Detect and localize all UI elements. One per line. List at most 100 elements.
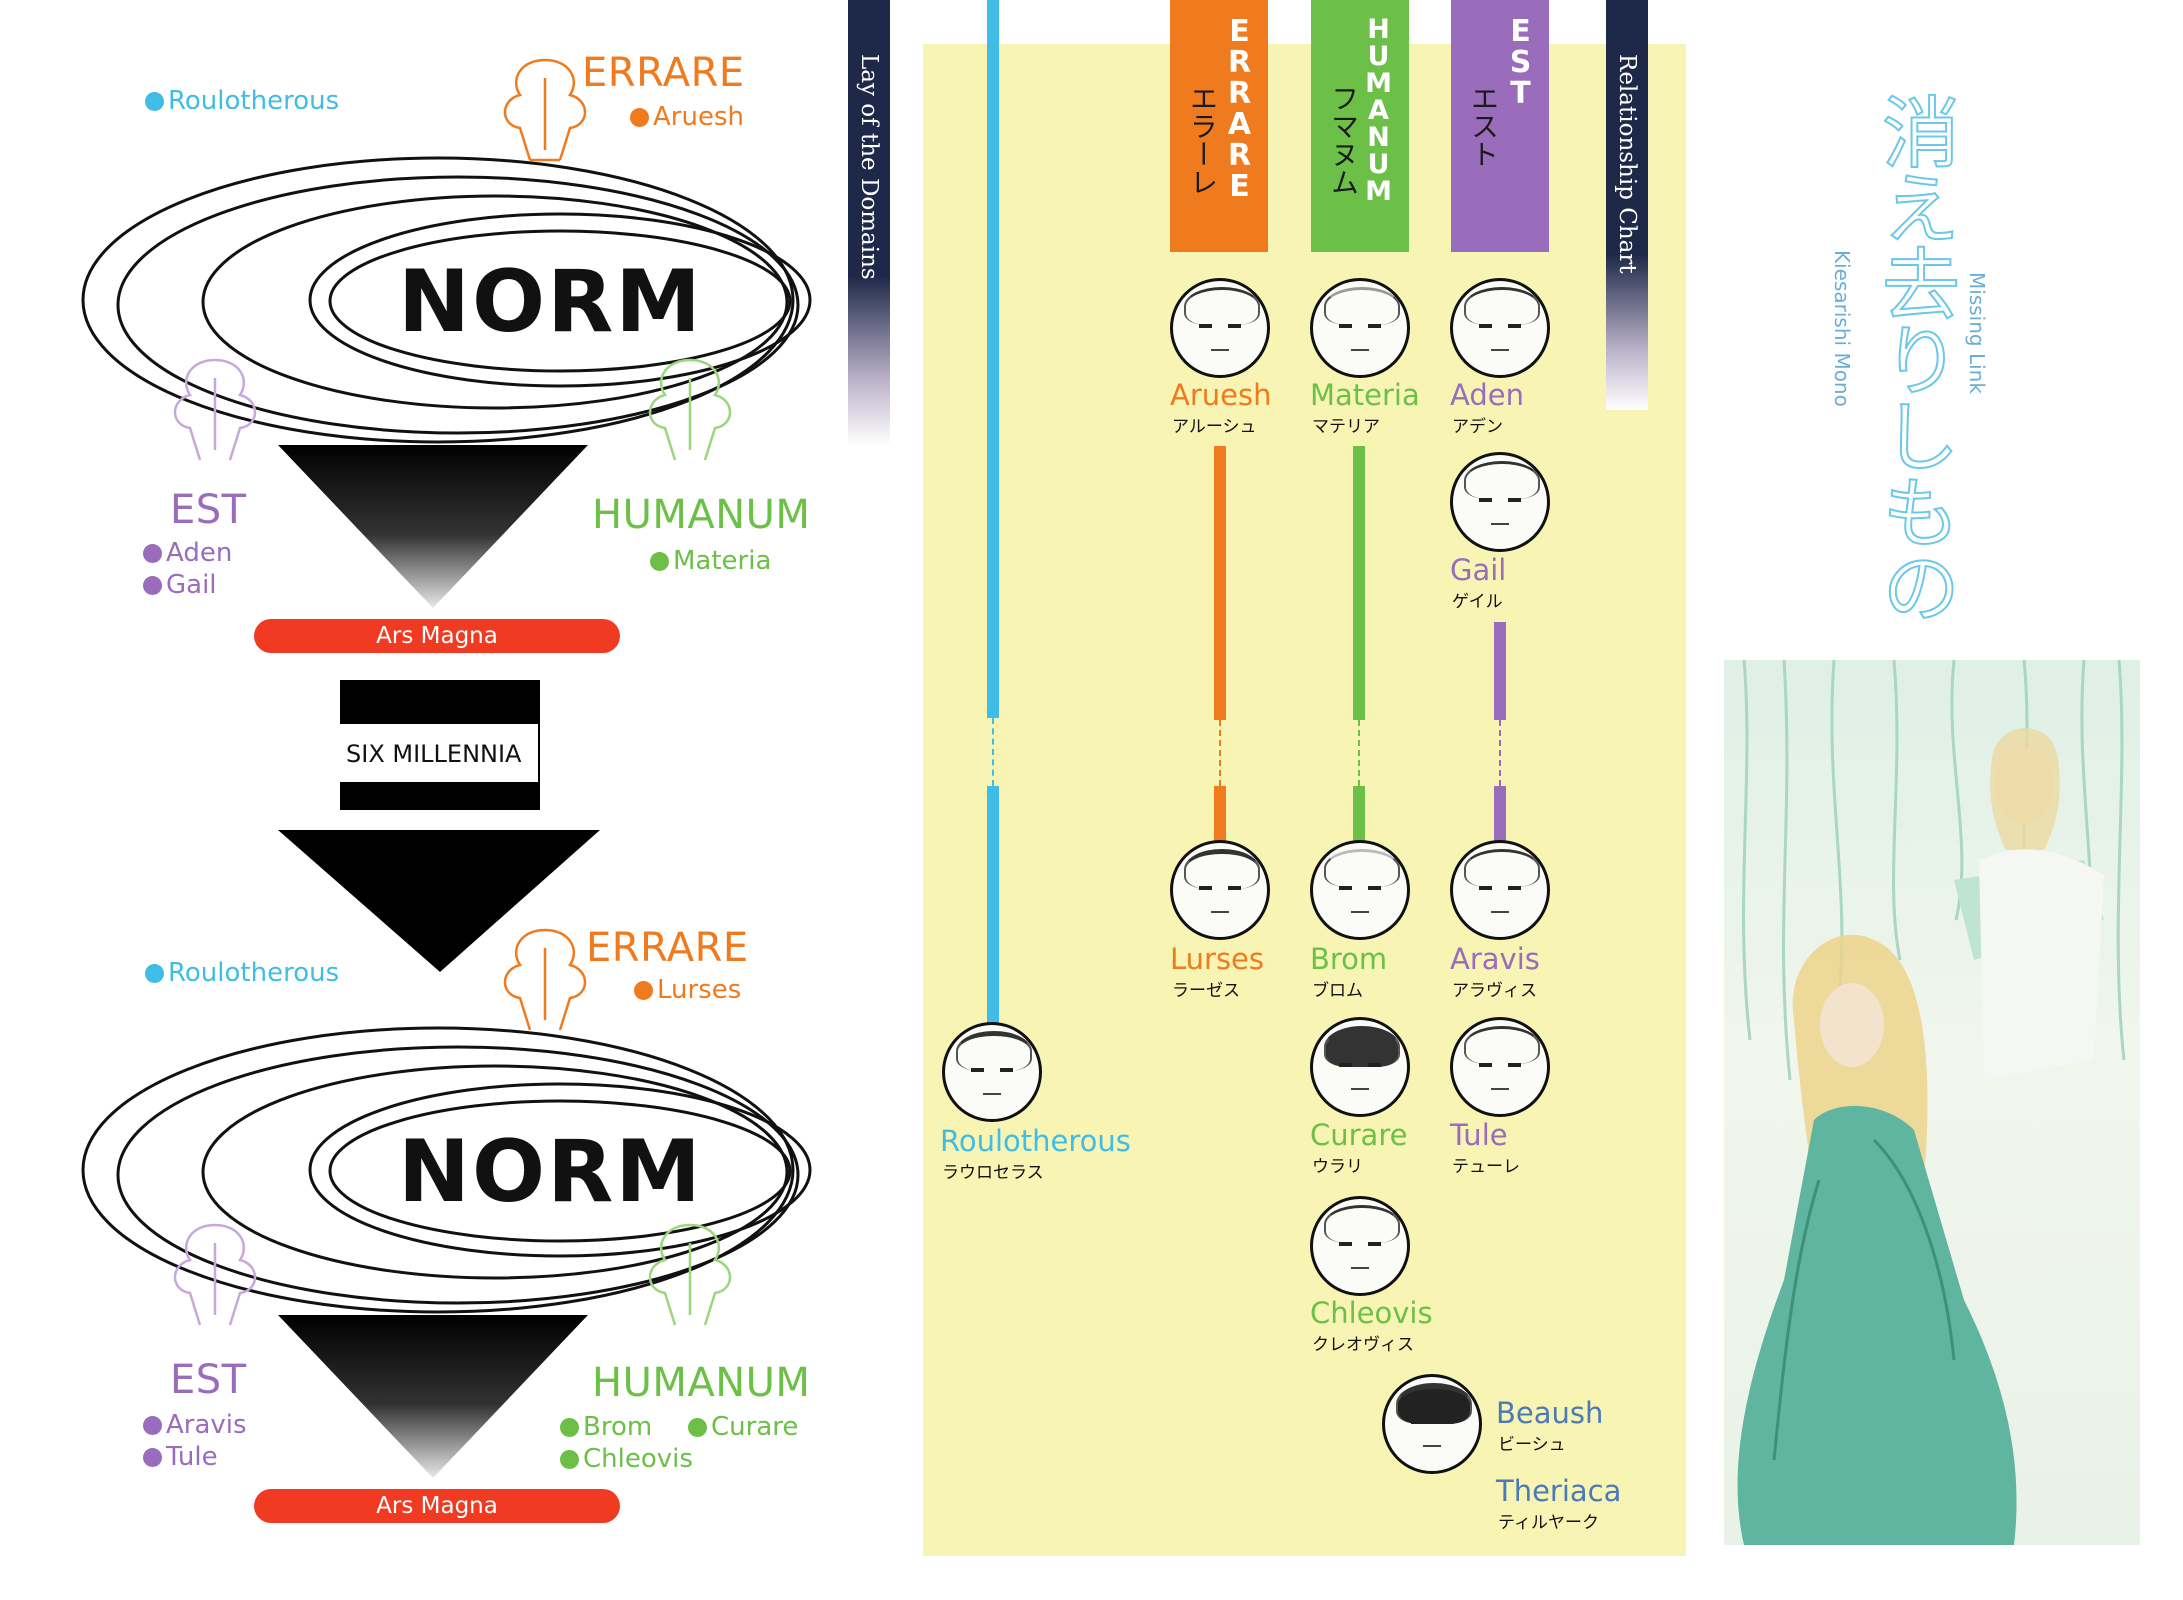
theriaca-jp: ティルヤーク	[1498, 1513, 1599, 1533]
est-member-bottom-0: Aravis	[143, 1410, 247, 1440]
cyan-dot-icon	[145, 92, 164, 111]
est-column-header: EST エスト	[1451, 0, 1549, 252]
romaji-title: Kiesarishi Mono	[1830, 250, 1854, 407]
chleovis-portrait	[1310, 1196, 1410, 1296]
green-dot-icon	[650, 552, 669, 571]
arrow-label-bg	[330, 724, 538, 782]
arrow-head	[278, 830, 600, 972]
beaush-name: Beaush	[1496, 1396, 1604, 1430]
brom-portrait	[1310, 840, 1410, 940]
orange-dot-icon	[634, 981, 653, 1000]
domain-rings-bottom	[81, 1026, 812, 1314]
humanum-column-header: HUMANUM フマヌム	[1311, 0, 1409, 252]
est-member-top-1: Gail	[143, 570, 217, 600]
humanum-member-bottom-2: Chleovis	[560, 1444, 693, 1474]
aravis-portrait	[1450, 840, 1550, 940]
cyan-dot-icon	[145, 964, 164, 983]
aravis-name: Aravis	[1450, 942, 1540, 976]
purple-dot-icon	[143, 1416, 162, 1435]
chleovis-name: Chleovis	[1310, 1296, 1433, 1330]
lurses-jp: ラーゼス	[1172, 981, 1240, 1001]
ars-magna-bar-top: Ars Magna	[254, 619, 620, 653]
est-member-bottom-1: Tule	[143, 1442, 218, 1472]
six-millennia-label: SIX MILLENNIA	[346, 740, 522, 768]
errare-emblem-top	[503, 58, 587, 162]
tule-jp: テューレ	[1452, 1157, 1520, 1177]
beaush-jp: ビーシュ	[1498, 1435, 1566, 1455]
est-title-bottom: EST	[170, 1357, 247, 1403]
norm-label-bottom: NORM	[398, 1122, 703, 1222]
roulotherous-line-lower	[987, 786, 999, 1026]
est-emblem-top	[173, 358, 257, 461]
materia-name: Materia	[1310, 378, 1420, 412]
humanum-emblem-top	[648, 358, 732, 461]
brom-name: Brom	[1310, 942, 1388, 976]
errare-member-bottom-0: Lurses	[634, 975, 741, 1005]
purple-dot-icon	[143, 544, 162, 563]
errare-member-top-0: Aruesh	[630, 102, 744, 132]
illustration-art	[1737, 660, 2126, 1545]
aden-portrait	[1450, 278, 1550, 378]
errare-title-bottom: ERRARE	[586, 925, 749, 971]
roulotherous-label-bottom: Roulotherous	[145, 958, 339, 988]
cone-bottom	[278, 1315, 588, 1478]
materia-portrait	[1310, 278, 1410, 378]
roulotherous-line-upper	[987, 0, 999, 718]
norm-label-top: NORM	[398, 252, 703, 352]
errare-title-top: ERRARE	[582, 50, 745, 96]
green-dot-icon	[560, 1418, 579, 1437]
ars-magna-bar-bottom: Ars Magna	[254, 1489, 620, 1523]
domain-rings-top	[81, 156, 812, 444]
gail-name: Gail	[1450, 553, 1507, 587]
relationship-chart-banner	[1606, 0, 1648, 410]
curare-jp: ウラリ	[1312, 1157, 1363, 1177]
est-line-lower	[1494, 786, 1506, 842]
humanum-member-bottom-1: Curare	[688, 1412, 798, 1442]
materia-jp: マテリア	[1312, 417, 1380, 437]
roulotherous-label-top: Roulotherous	[145, 86, 339, 116]
lurses-name: Lurses	[1170, 942, 1265, 976]
cover-illustration	[1724, 660, 2140, 1545]
roulotherous-jp: ラウロセラス	[942, 1163, 1044, 1183]
est-member-top-0: Aden	[143, 538, 232, 568]
aravis-jp: アラヴィス	[1452, 981, 1537, 1001]
est-line-dashed	[1499, 720, 1501, 786]
theriaca-name: Theriaca	[1496, 1474, 1622, 1508]
errare-column-en: ERRARE	[1222, 14, 1257, 200]
humanum-title-bottom: HUMANUM	[592, 1360, 811, 1406]
aruesh-portrait	[1170, 278, 1270, 378]
orange-dot-icon	[630, 108, 649, 127]
humanum-column-en: HUMANUM	[1363, 14, 1394, 203]
humanum-line-lower	[1353, 786, 1365, 842]
aruesh-jp: アルーシュ	[1172, 417, 1257, 437]
est-emblem-bottom	[173, 1223, 257, 1326]
brom-jp: ブロム	[1312, 981, 1363, 1001]
errare-line-upper	[1214, 446, 1226, 720]
est-line-upper	[1494, 622, 1506, 720]
roulotherous-name: Roulotherous	[940, 1124, 1131, 1158]
cone-top	[278, 445, 588, 608]
errare-column-jp: エラーレ	[1186, 84, 1219, 196]
purple-dot-icon	[143, 576, 162, 595]
jp-title: 消え去りしもの	[1868, 91, 1960, 625]
humanum-column-jp: フマヌム	[1327, 84, 1360, 196]
curare-name: Curare	[1310, 1118, 1408, 1152]
domain-diagram-graphics	[81, 58, 812, 1478]
tule-name: Tule	[1450, 1118, 1508, 1152]
aruesh-name: Aruesh	[1170, 378, 1272, 412]
relationship-chart-bg	[923, 44, 1686, 1556]
est-column-jp: エスト	[1467, 84, 1500, 168]
green-dot-icon	[688, 1418, 707, 1437]
errare-line-lower	[1214, 786, 1226, 842]
humanum-member-top-0: Materia	[650, 546, 771, 576]
relationship-chart-label: Relationship Chart	[1614, 54, 1640, 274]
aden-jp: アデン	[1452, 417, 1503, 437]
gail-jp: ゲイル	[1452, 592, 1503, 612]
errare-line-dashed	[1219, 720, 1221, 786]
en-title: Missing Link	[1965, 272, 1989, 394]
green-dot-icon	[560, 1450, 579, 1469]
humanum-line-upper	[1353, 446, 1365, 720]
aden-name: Aden	[1450, 378, 1524, 412]
tule-portrait	[1450, 1017, 1550, 1117]
purple-dot-icon	[143, 1448, 162, 1467]
